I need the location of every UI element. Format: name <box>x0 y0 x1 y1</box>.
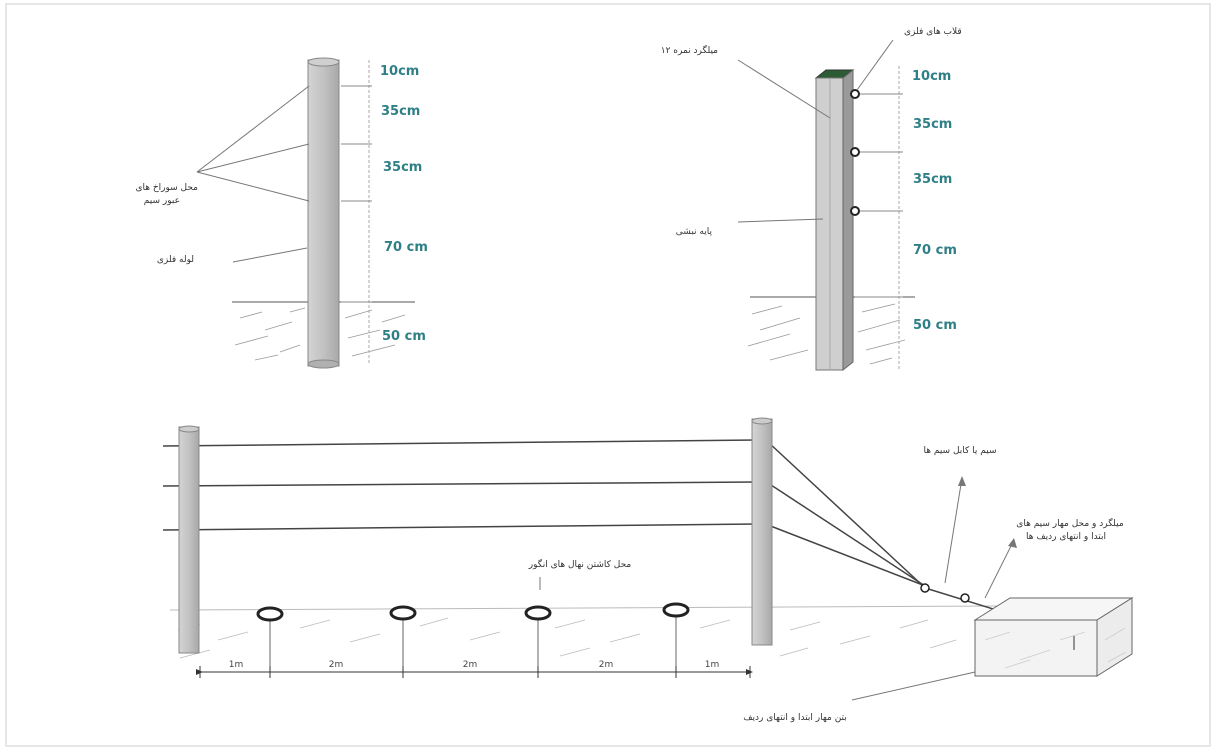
fence-label-tensioner-1: میلگرد و محل مهار سیم های <box>1016 517 1124 529</box>
round-post-measure-5: 50 cm <box>382 329 426 344</box>
angle-post-measure-3: 35cm <box>913 172 952 187</box>
planting-ring-4 <box>662 602 690 618</box>
round-post-measure-4: 70 cm <box>384 240 428 255</box>
fence-spacing-2: 2m <box>329 660 344 670</box>
round-post-drawing <box>196 57 415 369</box>
round-post-label-holes: محل سوراخ های <box>135 183 198 193</box>
fence-post-left <box>178 426 200 654</box>
planting-ring-3 <box>524 605 552 621</box>
hook-2 <box>850 147 860 157</box>
angle-post-drawing <box>737 39 915 372</box>
fence-post-right <box>751 418 773 646</box>
fence-spacing-3: 2m <box>463 660 478 670</box>
planting-ring-1 <box>256 606 284 622</box>
round-post-measure-2: 35cm <box>381 104 420 119</box>
hook-1 <box>850 89 860 99</box>
round-post-measure-1: 10cm <box>380 64 419 79</box>
fence-spacing-5: 1m <box>705 660 720 670</box>
fence-label-anchor: بتن مهار ابتدا و انتهای ردیف <box>743 713 847 723</box>
angle-post-measure-1: 10cm <box>912 69 951 84</box>
fence-drawing <box>162 417 1134 701</box>
fence-label-tensioner-2: ابتدا و انتهای ردیف ها <box>1026 532 1106 542</box>
angle-post-label-angle: میلگرد نمره ۱۲ <box>661 44 718 56</box>
angle-post-label-base: پایه نبشی <box>676 227 713 237</box>
fence-label-top-right: سیم یا کابل سیم ها <box>923 446 996 456</box>
hook-3 <box>850 206 860 216</box>
planting-ring-2 <box>389 605 417 621</box>
round-post <box>307 59 340 367</box>
fence-spacing-4: 2m <box>599 660 614 670</box>
round-post-label-pipe: لوله فلزی <box>157 255 194 265</box>
frame <box>5 3 1211 747</box>
angle-post-measure-2: 35cm <box>913 117 952 132</box>
round-post-measure-3: 35cm <box>383 160 422 175</box>
angle-post-measure-5: 50 cm <box>913 318 957 333</box>
angle-post-measure-4: 70 cm <box>913 243 957 258</box>
round-post-label-holes-2: عبور سیم <box>144 196 180 206</box>
fence-label-insulators: محل کاشتن نهال های انگور <box>528 558 632 570</box>
angle-post-label-hooks: قلاب های فلزی <box>904 27 962 37</box>
fence-spacing-1: 1m <box>229 660 244 670</box>
